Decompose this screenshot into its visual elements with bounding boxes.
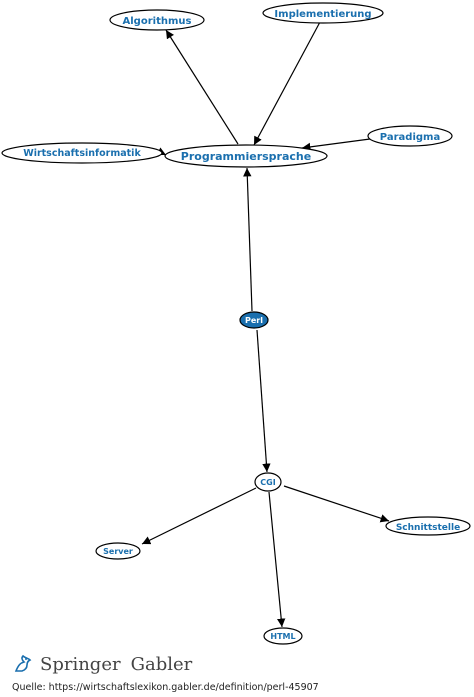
node-label-cgi: CGI: [260, 478, 275, 487]
edge-programmiersprache-algorithmus: [165, 29, 239, 145]
node-server[interactable]: Server: [95, 542, 141, 560]
brand-springer: Springer: [40, 653, 121, 675]
brand-gabler: Gabler: [130, 653, 193, 675]
edge-implementierung-programmiersprache: [253, 21, 321, 146]
node-label-html: HTML: [270, 632, 295, 641]
node-schnittstelle[interactable]: Schnittstelle: [385, 516, 471, 536]
node-label-perl: Perl: [245, 316, 263, 325]
edge-paradigma-programmiersprache: [301, 138, 371, 152]
node-implementierung[interactable]: Implementierung: [262, 2, 384, 24]
footer: Springer Gabler Quelle: https://wirtscha…: [12, 652, 462, 694]
edge-cgi-html: [268, 491, 286, 628]
publisher-brand[interactable]: Springer Gabler: [12, 652, 462, 676]
edge-cgi-schnittstelle: [283, 485, 390, 523]
concept-map: Algorithmus Implementierung Paradigma Wi…: [1, 2, 471, 645]
node-perl[interactable]: Perl: [239, 311, 269, 329]
node-wirtschaftsinformatik[interactable]: Wirtschaftsinformatik: [1, 142, 163, 164]
node-label-algorithmus: Algorithmus: [123, 16, 192, 27]
node-label-server: Server: [103, 547, 133, 556]
node-label-schnittstelle: Schnittstelle: [396, 523, 460, 533]
node-label-paradigma: Paradigma: [380, 132, 440, 143]
node-cgi[interactable]: CGI: [254, 472, 282, 492]
node-label-wirtschaftsinformatik: Wirtschaftsinformatik: [23, 148, 141, 159]
edge-perl-programmiersprache: [243, 167, 253, 312]
node-paradigma[interactable]: Paradigma: [367, 125, 453, 147]
node-html[interactable]: HTML: [263, 627, 303, 645]
edge-cgi-server: [141, 487, 257, 545]
edge-perl-cgi: [256, 329, 271, 473]
source-citation: Quelle: https://wirtschaftslexikon.gable…: [12, 682, 319, 693]
node-algorithmus[interactable]: Algorithmus: [109, 9, 205, 31]
springer-horse-icon: [14, 654, 32, 672]
node-programmiersprache[interactable]: Programmiersprache: [164, 144, 328, 168]
node-label-programmiersprache: Programmiersprache: [181, 150, 311, 163]
node-label-implementierung: Implementierung: [274, 9, 371, 20]
